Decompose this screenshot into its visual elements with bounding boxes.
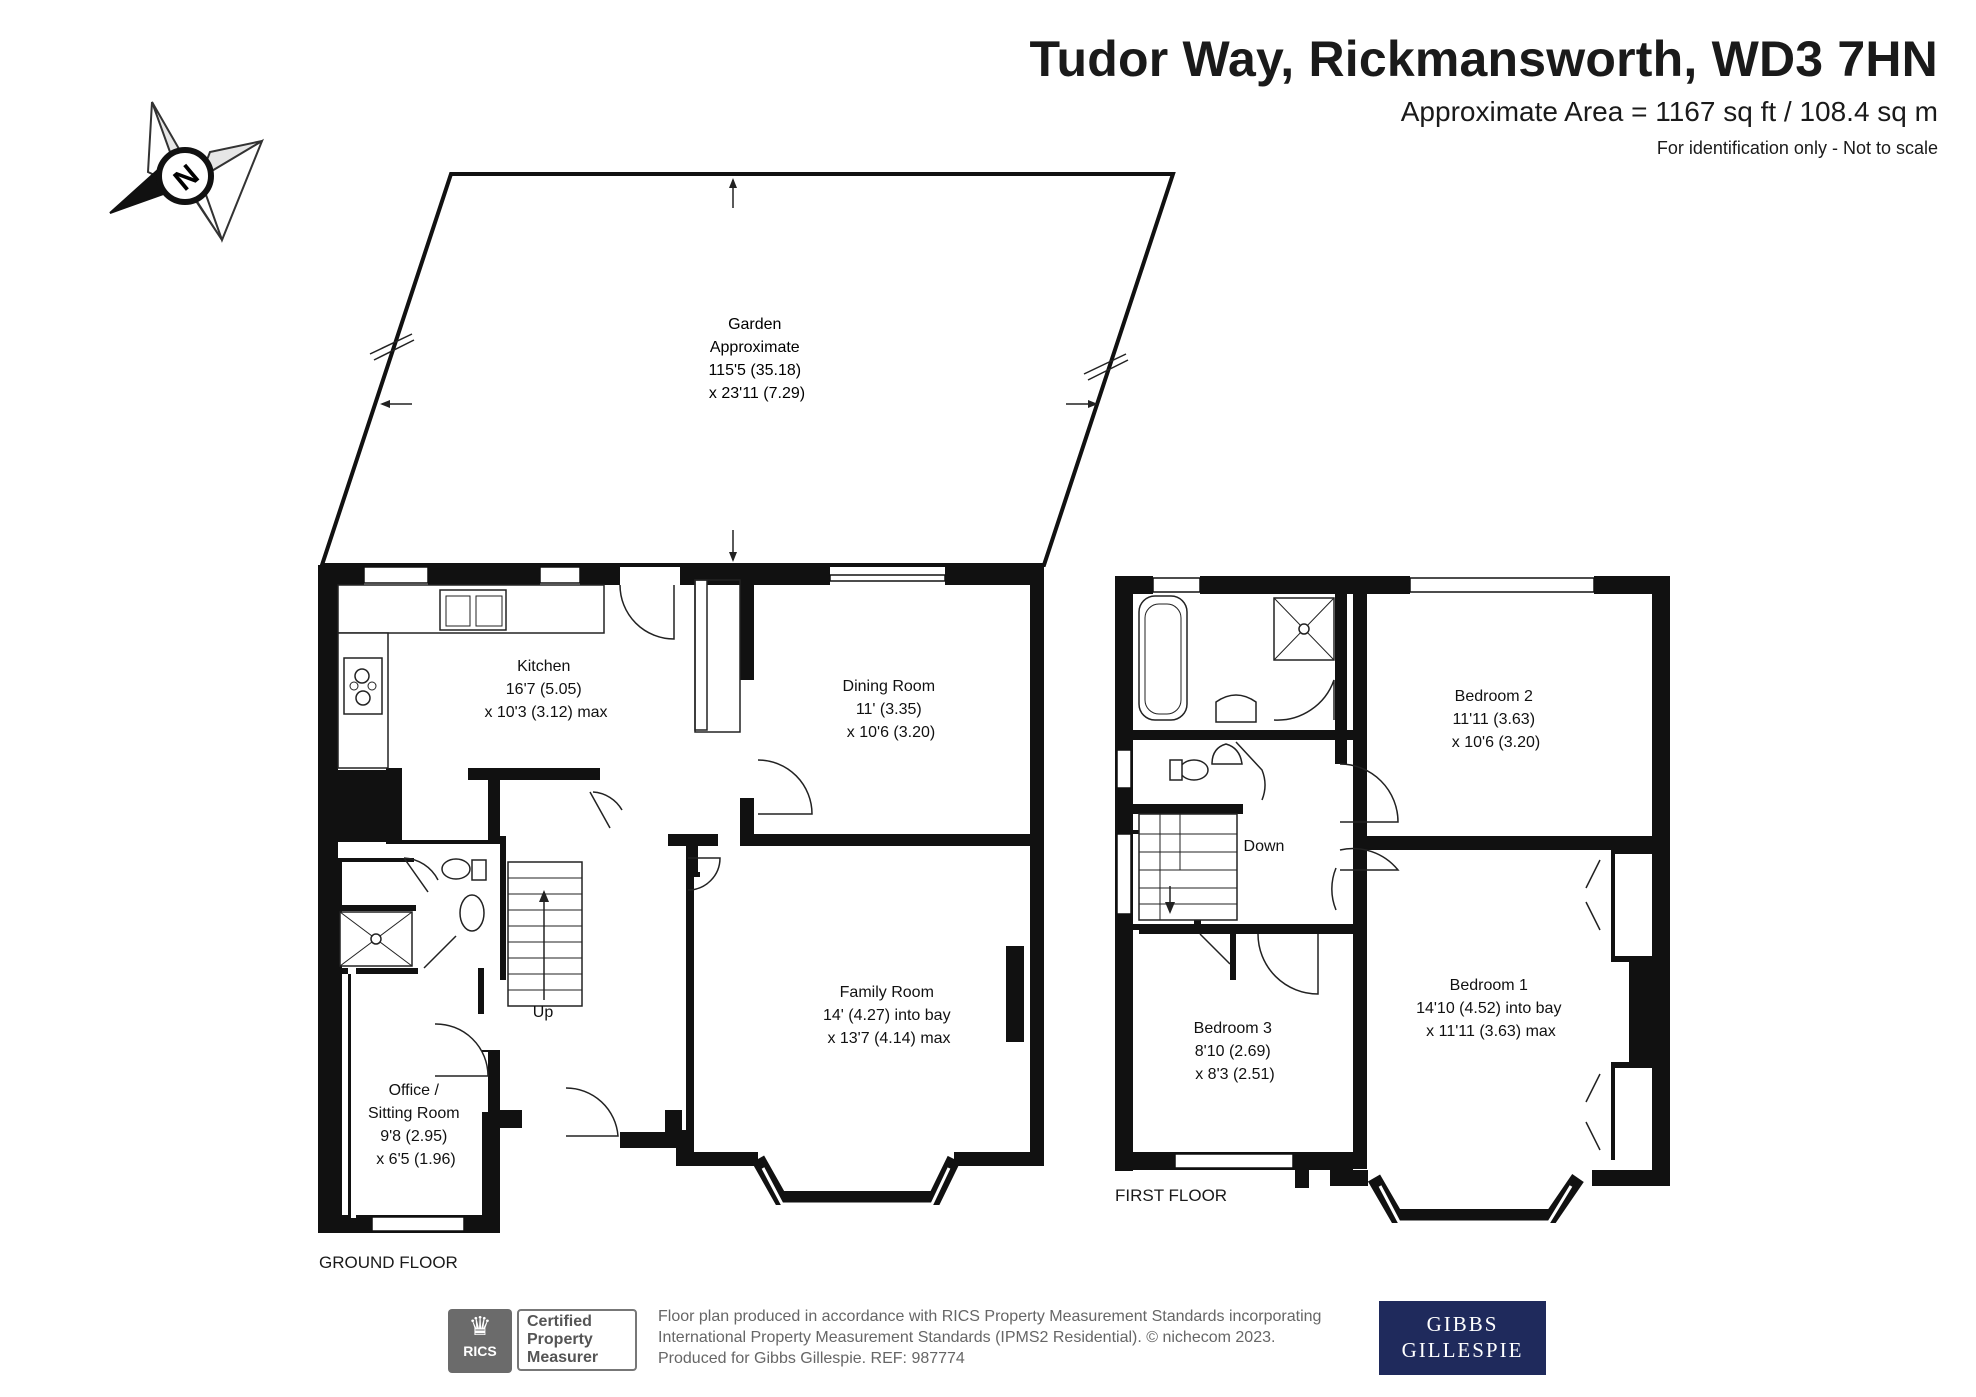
footer-line: Floor plan produced in accordance with R… [658, 1308, 1322, 1325]
cert-line: Property [527, 1331, 593, 1348]
kitchen-label: Kitchen 16'7 (5.05) x 10'3 (3.12) max [484, 658, 607, 721]
brand-line: GIBBS [1426, 1312, 1499, 1336]
garden-label: Garden Approximate 115'5 (35.18) x 23'11… [708, 316, 805, 402]
ground-floor-labels: Kitchen 16'7 (5.05) x 10'3 (3.12) max Di… [368, 658, 955, 1168]
footer-line: International Property Measurement Stand… [658, 1329, 1276, 1346]
first-floor-label: FIRST FLOOR [1115, 1186, 1228, 1205]
compass: N [109, 101, 264, 243]
bedroom-2-label: Bedroom 2 11'11 (3.63) x 10'6 (3.20) [1452, 688, 1540, 751]
page-title: Tudor Way, Rickmansworth, WD3 7HN [1029, 31, 1938, 87]
approximate-area: Approximate Area = 1167 sq ft / 108.4 sq… [1400, 96, 1938, 127]
bedroom-1-label: Bedroom 1 14'10 (4.52) into bay x 11'11 … [1416, 977, 1566, 1040]
scale-note: For identification only - Not to scale [1656, 138, 1938, 158]
dining-room-label: Dining Room 11' (3.35) x 10'6 (3.20) [843, 678, 940, 741]
footer-line: Produced for Gibbs Gillespie. REF: 98777… [658, 1350, 965, 1367]
garden: Garden Approximate 115'5 (35.18) x 23'11… [319, 172, 1176, 567]
certified-measurer-badge: Certified Property Measurer [517, 1309, 637, 1371]
cert-line: Certified [527, 1313, 592, 1330]
cert-line: Measurer [527, 1349, 599, 1366]
stairs-down-label: Down [1244, 838, 1285, 855]
bedroom-3-label: Bedroom 3 8'10 (2.69) x 8'3 (2.51) [1194, 1020, 1277, 1083]
brand-line: GILLESPIE [1401, 1338, 1524, 1362]
rics-text: RICS [463, 1343, 497, 1359]
lion-icon: ♛ [468, 1311, 492, 1341]
family-room-label: Family Room 14' (4.27) into bay x 13'7 (… [823, 984, 955, 1047]
gibbs-gillespie-logo: GIBBS GILLESPIE [1379, 1301, 1546, 1375]
footer-text: Floor plan produced in accordance with R… [658, 1306, 1321, 1369]
first-floor-labels: Bedroom 2 11'11 (3.63) x 10'6 (3.20) Bed… [1194, 688, 1566, 1083]
stairs-up-label: Up [533, 1004, 554, 1021]
office-label: Office / Sitting Room 9'8 (2.95) x 6'5 (… [368, 1082, 464, 1168]
ground-floor-plan [318, 565, 1044, 1233]
rics-logo: ♛ RICS [448, 1309, 512, 1373]
ground-floor-label: GROUND FLOOR [319, 1253, 458, 1272]
first-floor-plan [1115, 576, 1670, 1224]
